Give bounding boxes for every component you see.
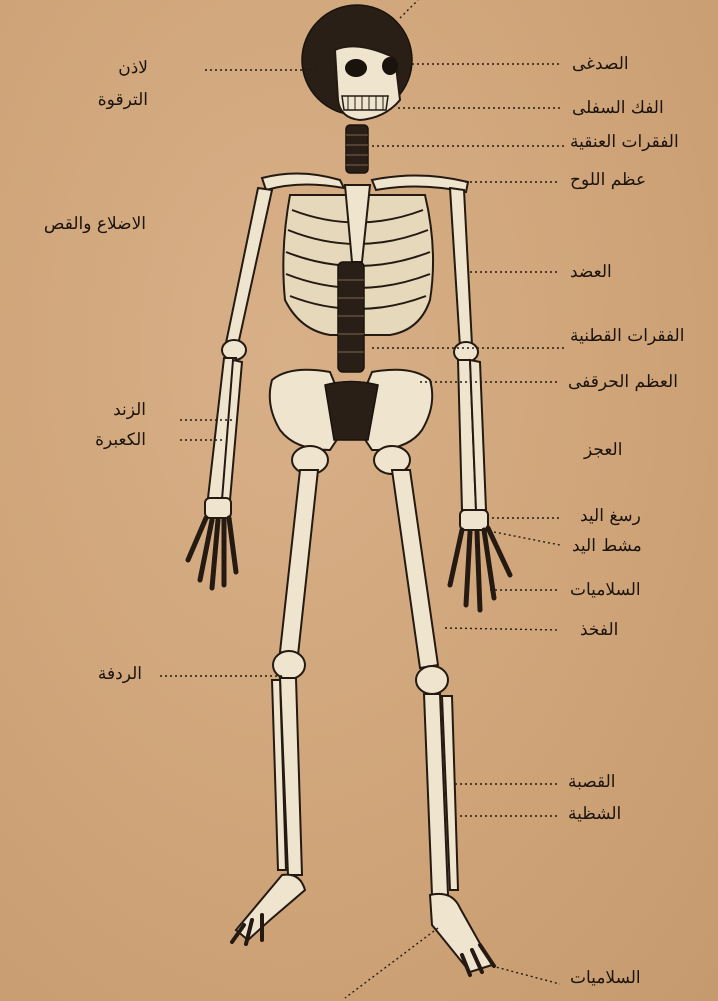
pelvis <box>270 370 432 474</box>
label-femur: الفخذ <box>580 620 618 640</box>
label-foot-phalanges: السلاميات <box>570 968 641 988</box>
label-temporal-bone: الصدغى <box>572 54 629 74</box>
label-mandible: الفك السفلى <box>572 98 664 118</box>
label-ulna: الزند <box>100 400 146 420</box>
label-humerus: العضد <box>570 262 612 282</box>
label-scapula: عظم اللوح <box>570 170 646 190</box>
label-radius: الكعبرة <box>76 430 146 450</box>
label-hand-phalanges: السلاميات <box>570 580 641 600</box>
cervical-spine <box>346 125 368 173</box>
label-patella: الردفة <box>86 664 142 684</box>
right-arm <box>450 188 510 610</box>
label-cervical-vertebrae: الفقرات العنقية <box>570 132 679 152</box>
label-wrist: رسغ اليد <box>580 506 641 526</box>
lumbar-spine <box>338 262 364 372</box>
label-clavicle: الترقوة <box>80 90 148 110</box>
skull <box>302 5 412 120</box>
label-fibula: الشظية <box>568 804 621 824</box>
label-ribs-and-sternum: الاضلاع والقص <box>6 214 146 234</box>
label-lumbar-vertebrae: الفقرات القطنية <box>570 326 684 346</box>
label-ilium: العظم الحرقفى <box>568 372 678 392</box>
label-ear: لاذن <box>104 58 148 78</box>
label-tibia: القصبة <box>568 772 616 792</box>
label-metacarpus: مشط اليد <box>572 536 642 556</box>
left-arm <box>188 188 272 588</box>
label-sacrum: العجز <box>584 440 622 460</box>
left-leg <box>232 470 318 944</box>
